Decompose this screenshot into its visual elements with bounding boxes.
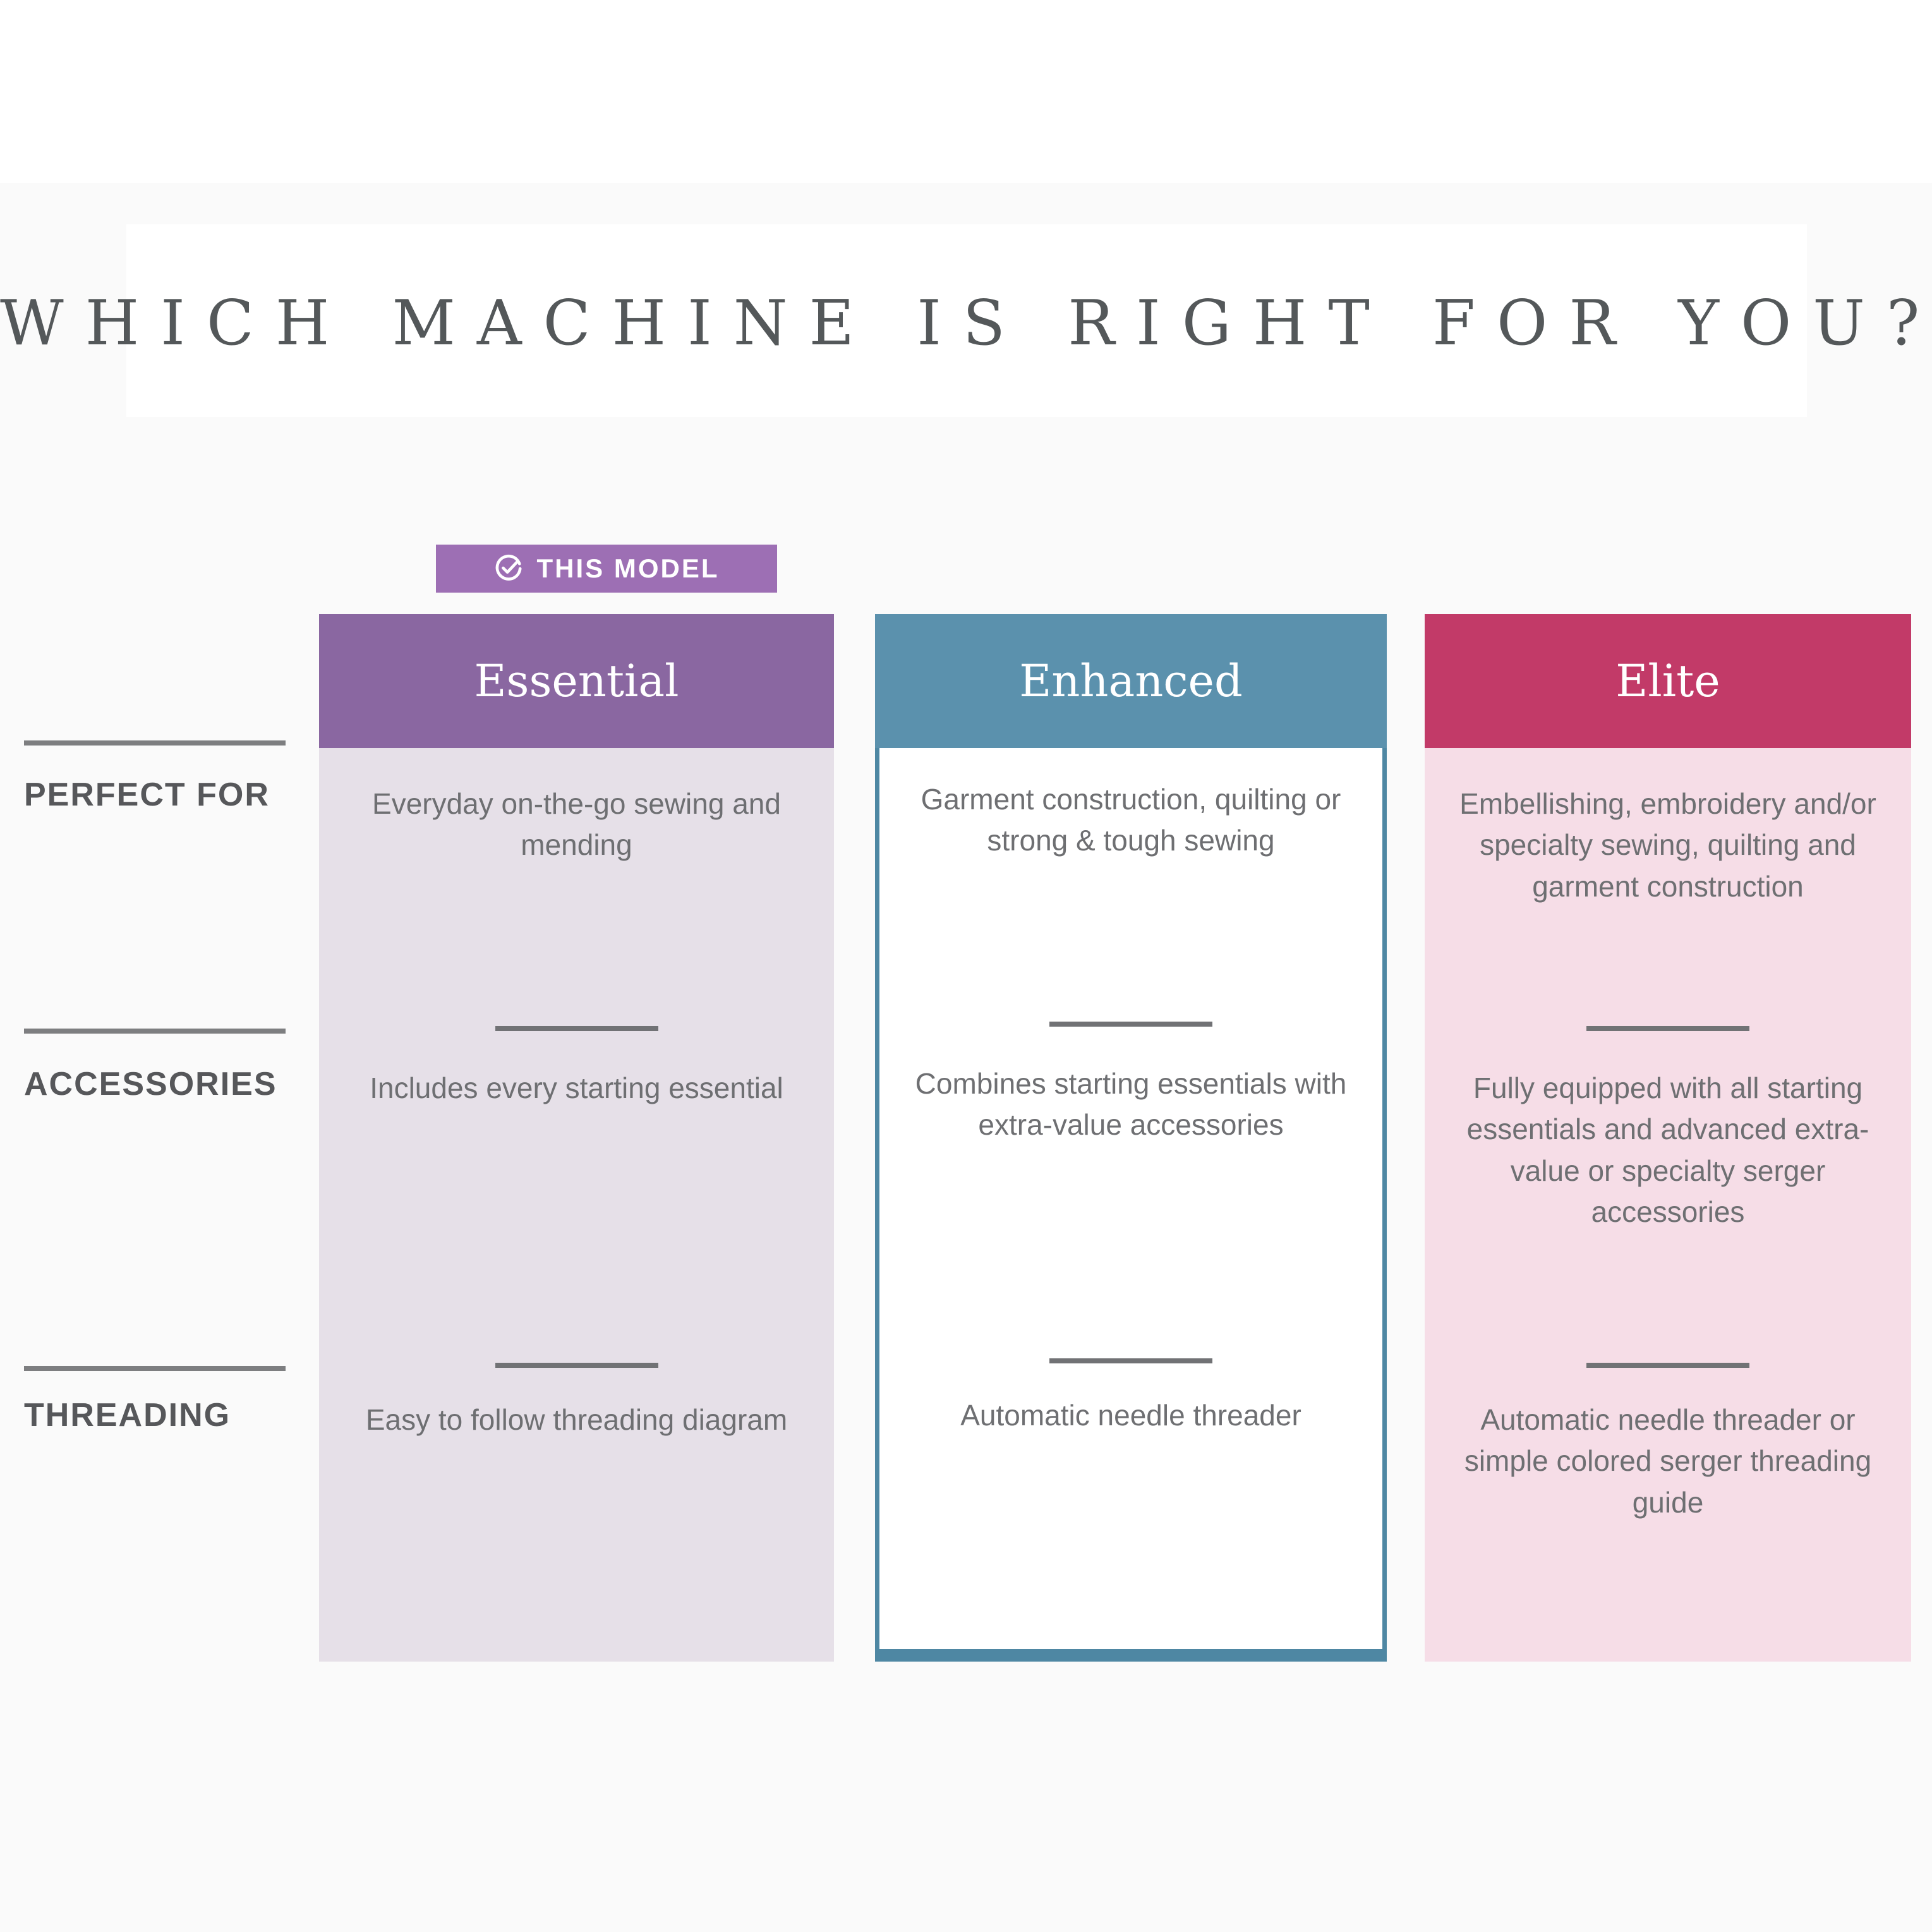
column-essential: Essential Everyday on-the-go sewing and …	[319, 614, 834, 1662]
title-strip	[126, 224, 1807, 417]
enhanced-section-divider	[1049, 1358, 1212, 1363]
row-label-threading: THREADING	[24, 1397, 231, 1434]
elite-section-divider	[1586, 1363, 1749, 1368]
column-enhanced-header: Enhanced	[875, 614, 1387, 748]
elite-threading-cell: Automatic needle threader or simple colo…	[1464, 1403, 1872, 1519]
elite-accessories-cell: Fully equipped with all starting essenti…	[1466, 1072, 1869, 1228]
enhanced-accessories-cell: Combines starting essentials with extra-…	[915, 1067, 1347, 1142]
column-essential-body: Everyday on-the-go sewing and mending In…	[319, 748, 834, 1662]
column-elite-header: Elite	[1425, 614, 1911, 748]
this-model-badge: THIS MODEL	[436, 545, 777, 593]
essential-section-divider	[495, 1363, 658, 1368]
elite-perfect-for-cell: Embellishing, embroidery and/or specialt…	[1459, 787, 1876, 903]
essential-section-divider	[495, 1026, 658, 1031]
column-enhanced: Enhanced Garment construction, quilting …	[875, 614, 1387, 1662]
essential-threading-cell: Easy to follow threading diagram	[365, 1403, 788, 1436]
row-label-accessories: ACCESSORIES	[24, 1066, 277, 1102]
enhanced-threading-cell: Automatic needle threader	[960, 1399, 1301, 1432]
row-divider-perfect-for	[24, 740, 286, 746]
this-model-badge-label: THIS MODEL	[536, 553, 720, 583]
row-divider-threading	[24, 1366, 286, 1371]
essential-perfect-for-cell: Everyday on-the-go sewing and mending	[372, 787, 781, 862]
elite-section-divider	[1586, 1026, 1749, 1031]
enhanced-perfect-for-cell: Garment construction, quilting or strong…	[921, 783, 1341, 857]
essential-accessories-cell: Includes every starting essential	[370, 1072, 783, 1104]
column-essential-header: Essential	[319, 614, 834, 748]
enhanced-section-divider	[1049, 1022, 1212, 1027]
column-enhanced-body: Garment construction, quilting or strong…	[875, 748, 1387, 1662]
row-label-perfect-for: PERFECT FOR	[24, 776, 270, 813]
row-divider-accessories	[24, 1029, 286, 1034]
page-title: WHICH MACHINE IS RIGHT FOR YOU?	[0, 287, 1932, 359]
check-circle-icon	[494, 554, 523, 583]
column-elite-body: Embellishing, embroidery and/or specialt…	[1425, 748, 1911, 1662]
column-elite: Elite Embellishing, embroidery and/or sp…	[1425, 614, 1911, 1662]
